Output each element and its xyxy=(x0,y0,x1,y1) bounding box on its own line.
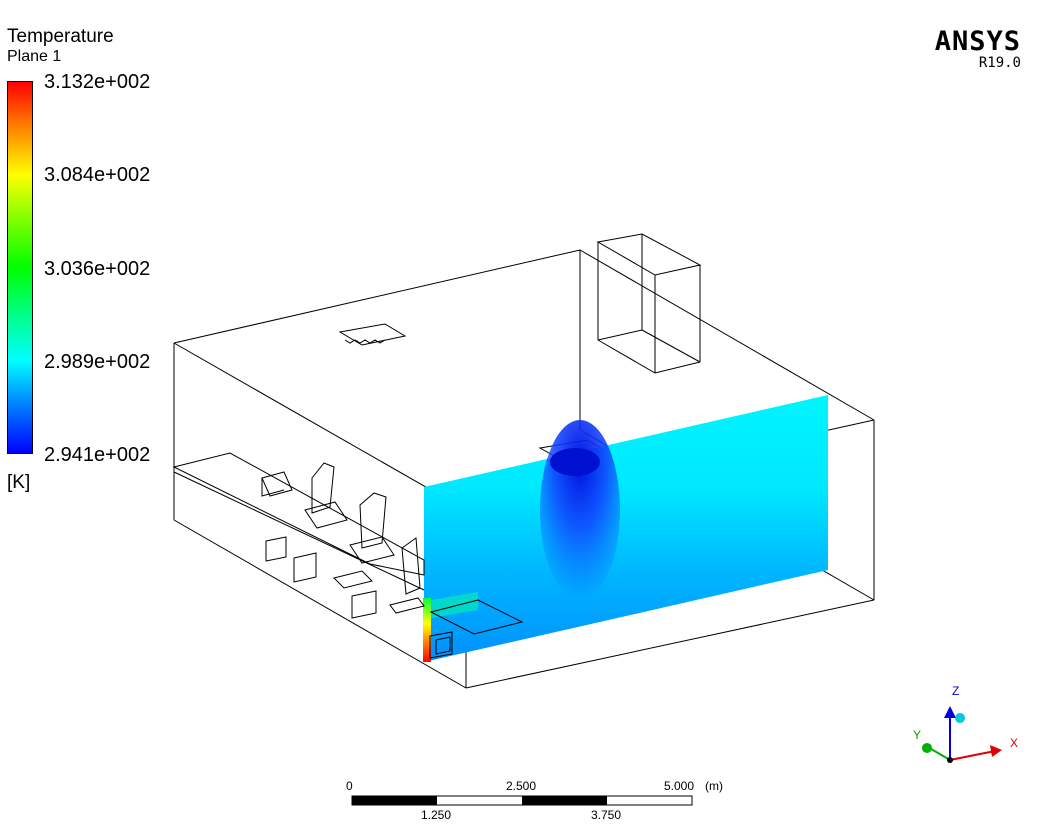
roof-duct xyxy=(596,233,702,374)
legend-title: Temperature xyxy=(7,26,114,47)
legend-tick-min: 2.941e+002 xyxy=(44,444,151,466)
legend-tick-max: 3.132e+002 xyxy=(44,71,151,93)
legend-subtitle: Plane 1 xyxy=(7,48,62,65)
ceiling-vent-1 xyxy=(338,323,407,346)
axis-x-label: X xyxy=(1010,736,1019,750)
cabin-furniture xyxy=(172,452,524,659)
legend-tick-4: 2.989e+002 xyxy=(44,351,151,373)
scale-label-1250: 1.250 xyxy=(421,808,452,822)
axis-triad xyxy=(922,706,1002,763)
scale-label-2500: 2.500 xyxy=(506,779,537,793)
legend-tick-2: 3.084e+002 xyxy=(44,164,151,186)
scale-label-5000: 5.000 xyxy=(664,779,695,793)
scale-label-0: 0 xyxy=(346,779,353,793)
scale-bar xyxy=(351,795,693,806)
ansys-logo: ANSYS xyxy=(934,26,1021,57)
axis-y-label: Y xyxy=(913,728,922,742)
scale-label-3750: 3.750 xyxy=(591,808,622,822)
scale-label-units: (m) xyxy=(705,779,723,793)
temperature-plane xyxy=(423,395,828,662)
legend-tick-3: 3.036e+002 xyxy=(44,258,151,280)
axis-z-label: Z xyxy=(952,684,960,698)
legend-units: [K] xyxy=(7,472,31,493)
legend-colorbar xyxy=(7,81,33,454)
version-label: R19.0 xyxy=(978,55,1021,71)
